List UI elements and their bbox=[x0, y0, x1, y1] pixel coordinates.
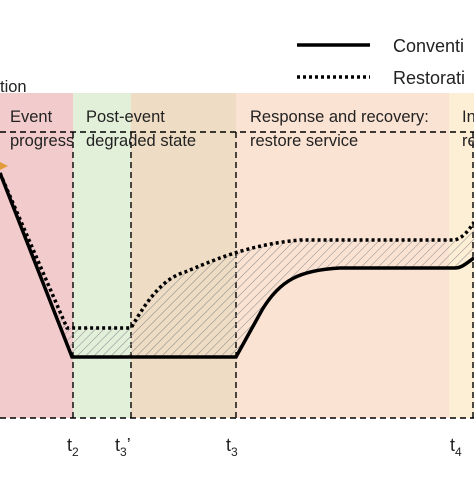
phase-label-infra-line2: re bbox=[462, 132, 474, 150]
tick-label-t4: t4 bbox=[450, 435, 462, 459]
phase-label-post-event-line2: degraded state bbox=[86, 132, 196, 150]
phase-label-event-line1: Event bbox=[10, 108, 53, 126]
phase-label-post-event-line1: Post-event bbox=[86, 108, 165, 126]
phase-band-restoration-prep bbox=[131, 93, 236, 418]
top-left-label: tion bbox=[0, 78, 27, 96]
phase-label-infra-line1: In bbox=[462, 108, 474, 126]
phase-label-response-line1: Response and recovery: bbox=[250, 108, 429, 126]
conventional-curve bbox=[0, 172, 474, 359]
phase-label-event-line2: progress bbox=[10, 132, 74, 150]
phase-band-post-event bbox=[73, 93, 131, 418]
phase-label-response-line2: restore service bbox=[250, 132, 358, 150]
tick-label-t3-prime: t3’ bbox=[115, 435, 131, 459]
tick-label-t3: t3 bbox=[226, 435, 238, 459]
restoration-curve bbox=[0, 172, 474, 330]
tick-label-t2: t2 bbox=[67, 435, 79, 459]
resilience-gain-area bbox=[41, 222, 474, 357]
event-marker-icon bbox=[0, 162, 8, 170]
legend-conventional-label: Conventi bbox=[393, 36, 464, 56]
legend-restoration-label: Restorati bbox=[393, 68, 465, 88]
